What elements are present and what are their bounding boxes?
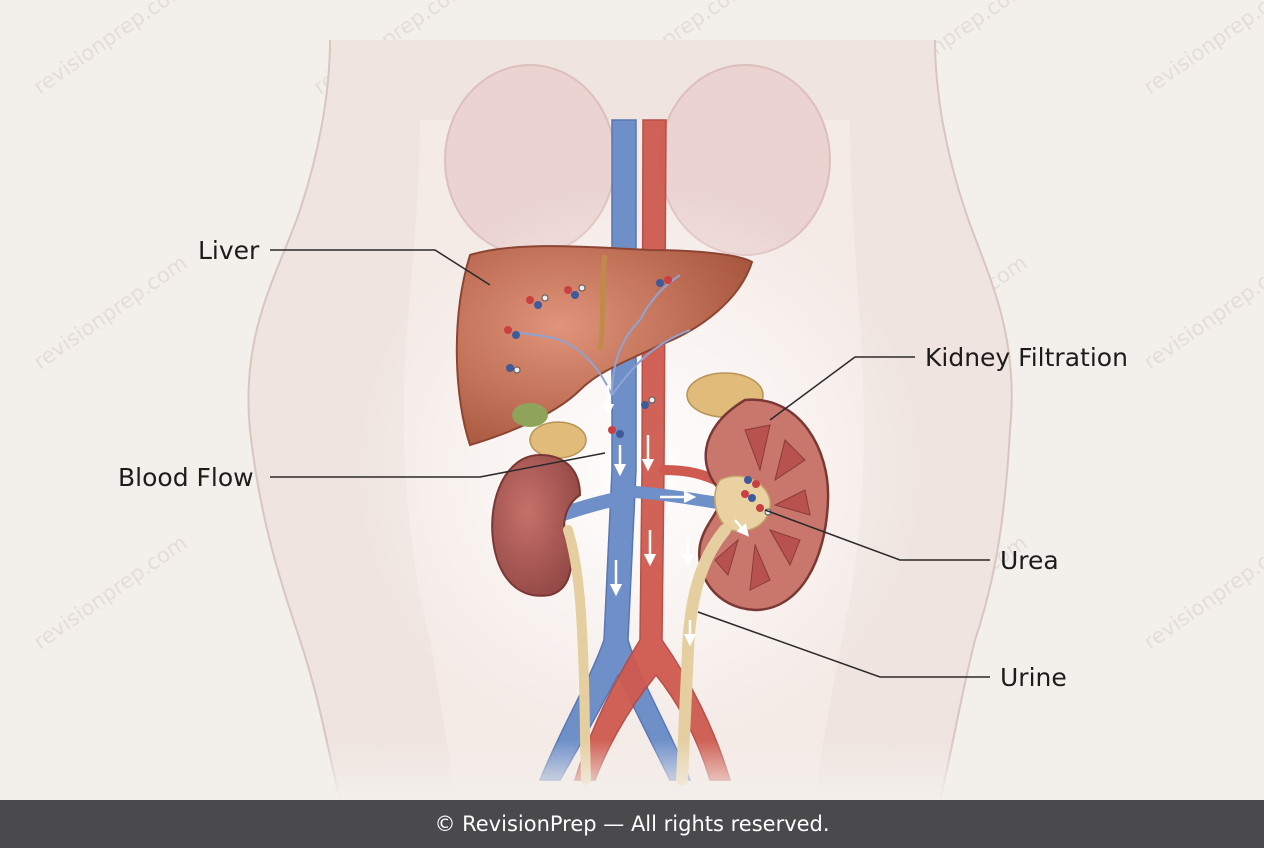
leader-line-blood-flow	[270, 452, 606, 478]
leader-line-urine	[697, 611, 990, 678]
flow-arrow	[734, 519, 750, 537]
urea-molecules	[504, 276, 672, 438]
bottom-fade	[0, 740, 1264, 800]
liver-lobe-division	[597, 254, 608, 351]
leader-line-urea	[764, 509, 990, 561]
kidney-molecules	[741, 476, 772, 516]
watermark: revisionprep.com	[29, 530, 192, 654]
flow-arrows	[601, 385, 750, 647]
gallbladder	[512, 403, 548, 427]
aorta	[573, 119, 732, 781]
watermark: revisionprep.com	[1139, 530, 1264, 654]
copyright-footer: © RevisionPrep — All rights reserved.	[0, 800, 1264, 848]
label-liver: Liver	[198, 236, 260, 265]
label-urine: Urine	[1000, 663, 1067, 692]
watermark: revisionprep.com	[1139, 0, 1264, 99]
watermark: revisionprep.com	[1139, 250, 1264, 374]
vena-cava	[538, 119, 692, 781]
leader-line-liver	[270, 249, 491, 286]
label-kidney-filtration: Kidney Filtration	[925, 343, 1128, 372]
right-kidney	[491, 453, 582, 597]
anatomy-illustration: revisionprep.com revisionprep.com revisi…	[0, 0, 1264, 800]
copyright-text: © RevisionPrep — All rights reserved.	[434, 812, 830, 836]
label-blood-flow: Blood Flow	[118, 463, 254, 492]
watermark: revisionprep.com	[29, 250, 192, 374]
label-urea: Urea	[1000, 546, 1059, 575]
leader-lines	[270, 249, 990, 678]
leader-line-kidney-filtration	[769, 356, 915, 421]
renal-pyramids	[714, 424, 811, 591]
watermark: revisionprep.com	[29, 0, 192, 99]
right-adrenal-gland	[529, 421, 587, 459]
